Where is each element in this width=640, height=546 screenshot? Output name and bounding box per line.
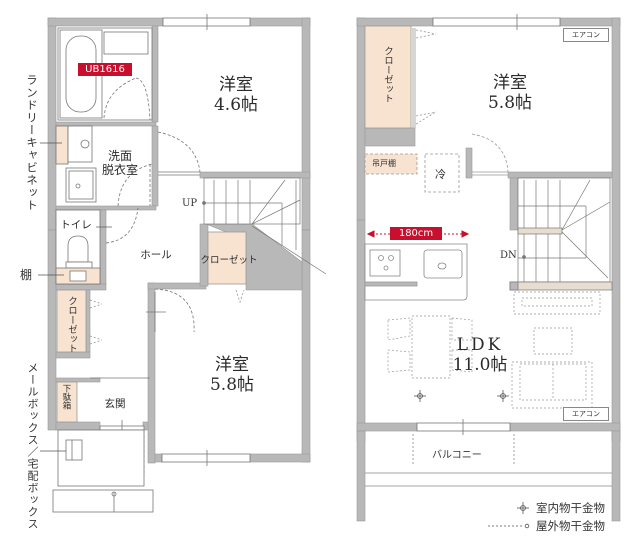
room-name: LDK (456, 335, 504, 355)
floor2-closet (364, 25, 437, 129)
fridge: 冷 (435, 168, 446, 181)
room-entrance: 玄関 (104, 398, 126, 410)
room58-door-f1 (146, 288, 195, 333)
washroom-fixtures (55, 125, 153, 207)
room-size: 5.8帖 (487, 92, 533, 113)
kitchen-width-badge: 180cm (390, 227, 442, 240)
indoor-drying-hooks (414, 390, 509, 402)
floor1-walls (47, 17, 311, 464)
callout-laundry-cabinet: ランドリーキャビネット (25, 74, 39, 212)
aircon-top: エアコン (563, 28, 609, 42)
bath-badge: UB1616 (78, 63, 132, 76)
washroom-line2: 脱衣室 (101, 162, 138, 177)
closet-left: クローゼット (66, 296, 77, 353)
floor2-windows (416, 14, 561, 435)
floor1-stairs (202, 177, 327, 275)
room-name: 洋室 (219, 75, 253, 95)
legend-icons (488, 502, 530, 529)
stair-up-label: UP (182, 198, 198, 209)
room46-door (157, 131, 201, 176)
callout-shelf: 棚 (20, 268, 33, 282)
room-ldk: LDK 11.0帖 (430, 335, 530, 375)
balcony-label: バルコニー (432, 450, 482, 461)
room-size: 5.8帖 (209, 374, 255, 395)
floor1-windows (161, 14, 251, 466)
aircon-bottom: エアコン (563, 407, 609, 421)
room-western-58-f1: 洋室 5.8帖 (172, 355, 292, 395)
room-toilet: トイレ (60, 219, 92, 231)
kitchen-counter (364, 243, 468, 301)
room-name: 洋室 (215, 355, 249, 375)
callout-mailbox: メールボックス／宅配ボックス (26, 362, 39, 530)
legend-outdoor: 屋外物干金物 (536, 519, 605, 533)
room-size: 11.0帖 (452, 354, 508, 375)
legend-indoor: 室内物干金物 (536, 501, 605, 515)
room-western-46: 洋室 4.6帖 (176, 75, 296, 115)
floor1-stair-closet (207, 231, 247, 304)
ldk-furniture (387, 291, 601, 409)
room-name: 洋室 (493, 73, 527, 93)
hanging-cabinet: 吊戸棚 (372, 159, 396, 168)
floor2-walls (356, 17, 621, 522)
floor1-storage (56, 289, 103, 423)
kitchen-upper (364, 133, 509, 193)
toilet-fixtures (55, 207, 139, 285)
floor2-stairs (509, 177, 613, 291)
stair-down-label: DN (500, 250, 517, 261)
washroom-line1: 洗面 (107, 149, 132, 163)
shoe-cabinet: 下駄箱 (61, 384, 71, 410)
room-western-58-f2: 洋室 5.8帖 (450, 73, 570, 113)
closet-f2: クローゼット (382, 46, 393, 103)
floor1-entrance (52, 377, 154, 513)
closet-center: クローゼット (200, 255, 258, 266)
room-washroom: 洗面 脱衣室 (90, 149, 150, 178)
balcony (365, 434, 612, 487)
room-hall: ホール (140, 249, 172, 261)
room-size: 4.6帖 (213, 94, 259, 115)
callout-lines (38, 142, 112, 452)
